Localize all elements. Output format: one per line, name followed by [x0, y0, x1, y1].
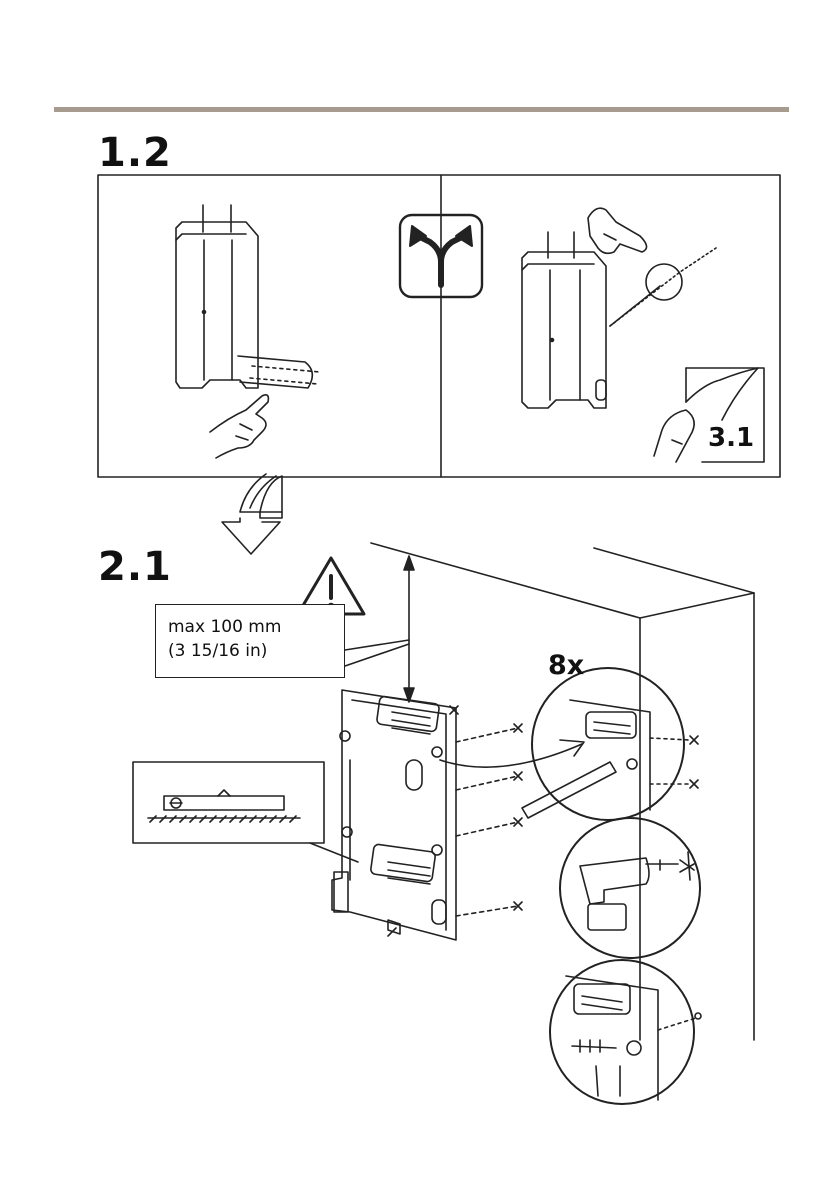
- max-distance-note: max 100 mm (3 15/16 in): [155, 604, 345, 678]
- hand-pointing-icon: [210, 395, 268, 458]
- step-1-2-panel: [98, 175, 780, 477]
- hand-tool-icon: [588, 208, 647, 253]
- page-reference-label: 3.1: [708, 423, 754, 453]
- wall-illustration: [371, 543, 754, 1040]
- drill-detail-circle: [560, 818, 700, 958]
- post-knockout-illustration: [522, 208, 716, 408]
- screw-count-label: 8x: [548, 650, 584, 681]
- dimension-arrow: [345, 556, 414, 702]
- screw-detail-circle: [550, 960, 701, 1104]
- spirit-level-icon: [133, 762, 358, 862]
- post-side-cable-illustration: [176, 205, 320, 458]
- drill-marks: [456, 728, 518, 916]
- drill-mark-crosses: [450, 706, 522, 910]
- marking-detail-circle: [440, 668, 698, 820]
- down-arrow-icon: [222, 474, 282, 554]
- mounting-bracket: [332, 690, 456, 940]
- drill-icon: [580, 852, 694, 930]
- note-line-imperial: (3 15/16 in): [168, 639, 332, 663]
- note-line-metric: max 100 mm: [168, 615, 332, 639]
